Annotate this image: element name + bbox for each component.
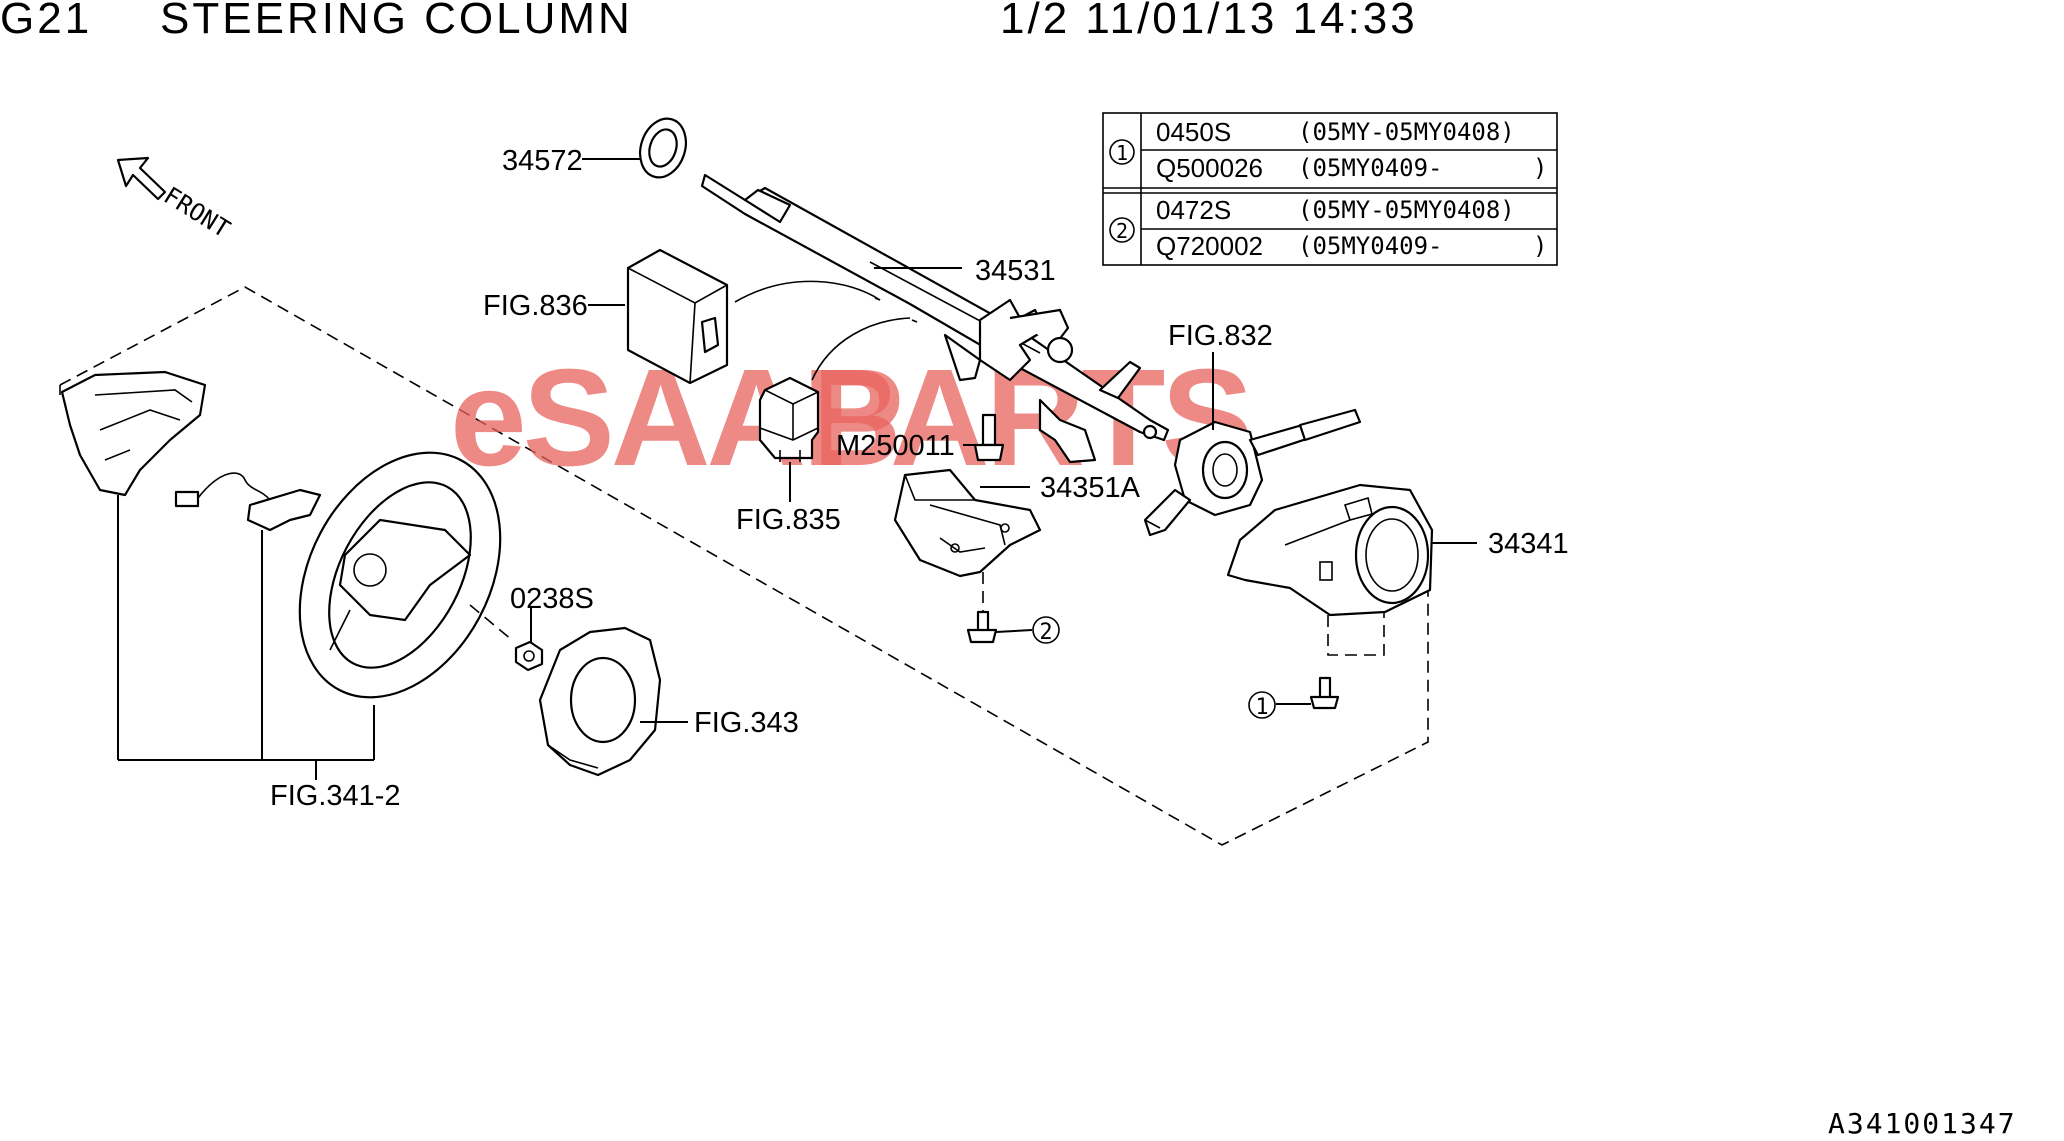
callout-34572: 34572: [502, 145, 583, 177]
wheel-rear-cover: [60, 370, 207, 497]
callout-fig832: FIG.832: [1168, 320, 1273, 352]
steering-wheel: [298, 451, 502, 699]
wheel-harness: [174, 472, 322, 532]
callout-fig343: FIG.343: [694, 707, 799, 739]
steering-column-34531: [700, 173, 1170, 464]
legend-part: Q720002: [1156, 231, 1263, 261]
callout-34531: 34531: [975, 255, 1056, 287]
callout-34341: 34341: [1488, 528, 1569, 560]
airbag-fig343: [538, 626, 662, 777]
screw-marker-1: 1: [1248, 676, 1340, 720]
watermark: eSAAB PARTS: [450, 341, 1253, 495]
callout-fig835: FIG.835: [736, 504, 841, 536]
callout-fig836: FIG.836: [483, 290, 588, 322]
legend-range: (05MY-05MY0408): [1298, 118, 1515, 146]
lower-cover-34351a: [893, 468, 1042, 612]
column-cover-34341: [1226, 483, 1434, 617]
illustration-id: A341001347: [1828, 1107, 2017, 1140]
screw-marker-1-text: 1: [1255, 695, 1268, 720]
diagram-title: STEERING COLUMN: [160, 0, 633, 43]
leader-lines: [530, 158, 1477, 723]
callout-0238s: 0238S: [510, 583, 594, 615]
callout-34351a: 34351A: [1040, 472, 1141, 504]
legend-part: 0450S: [1156, 117, 1231, 147]
nut-0238s: [514, 640, 544, 672]
relay-fig835: [758, 376, 820, 462]
legend-part: Q500026: [1156, 153, 1263, 183]
legend-range-close: ): [1533, 232, 1547, 260]
front-label: FRONT: [159, 181, 235, 243]
axis-line: [469, 604, 513, 641]
legend-symbol-2: [1109, 217, 1135, 243]
screw-marker-2: 2: [966, 610, 1060, 645]
callout-fig341-2: FIG.341-2: [270, 780, 401, 812]
callout-m250011: M250011: [836, 430, 955, 462]
legend-range: (05MY0409-: [1298, 232, 1443, 260]
front-arrow-icon: FRONT: [116, 156, 235, 243]
legend-range: (05MY0409-: [1298, 154, 1443, 182]
legend-table: 1 2 0450S (05MY-05MY0408) Q500026 (05MY0…: [1102, 112, 1558, 266]
legend-symbol-1: [1109, 139, 1135, 165]
diagram-code: G21: [0, 0, 93, 43]
legend-part: 0472S: [1156, 195, 1231, 225]
module-fig836: [626, 248, 729, 385]
harness-wire: [734, 280, 881, 303]
assembly-boundary: [59, 286, 1429, 846]
legend-range: (05MY-05MY0408): [1298, 196, 1515, 224]
combination-switch-fig832: [1143, 408, 1362, 537]
harness-wire: [811, 317, 911, 381]
seal-ring-34572: [639, 117, 687, 179]
legend-symbol-1-text: 1: [1116, 141, 1128, 165]
legend-range-close: ): [1533, 154, 1547, 182]
page-info: 1/2 11/01/13 14:33: [1000, 0, 1418, 43]
bolt-m250011: [973, 413, 1005, 462]
fig341-2-bracket: [117, 495, 375, 780]
legend-symbol-2-text: 2: [1116, 219, 1128, 243]
screw-marker-2-text: 2: [1039, 620, 1052, 645]
